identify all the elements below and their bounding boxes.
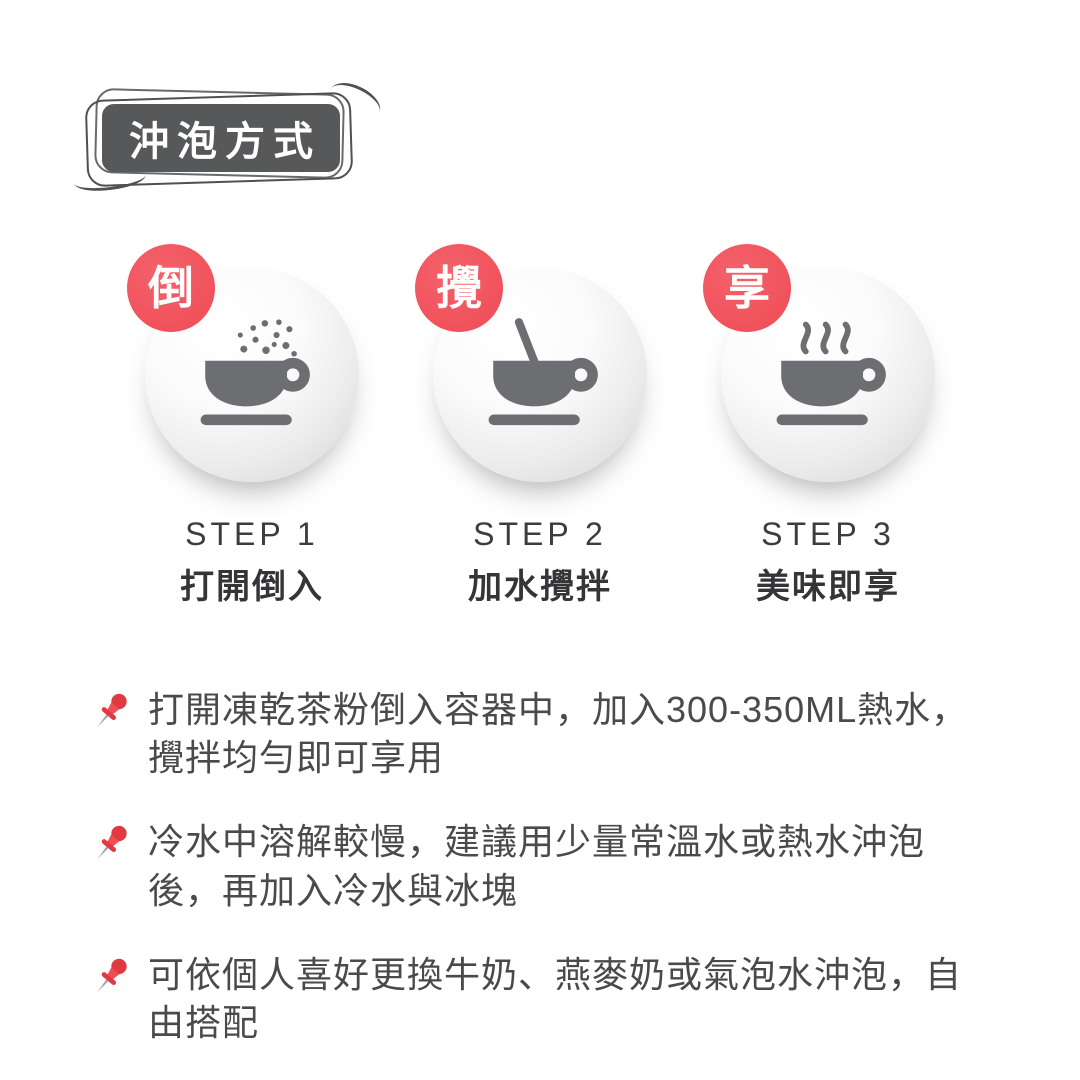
step-1-badge: 倒	[127, 244, 215, 332]
step-1: 倒 STEP 1 打開倒入	[108, 240, 396, 608]
steps-row: 倒 STEP 1 打開倒入	[0, 240, 1080, 608]
note-text-3: 可依個人喜好更換牛奶、燕麥奶或氣泡水沖泡，自由搭配	[148, 953, 963, 1044]
step-2-caption: 加水攪拌	[468, 568, 612, 606]
step-2: 攪 STEP 2 加水攪拌	[396, 240, 684, 608]
step-3-label: STEP 3	[761, 516, 895, 552]
sketch-swoosh	[324, 75, 386, 127]
note-item-1: 打開凍乾茶粉倒入容器中，加入300-350ML熱水，攪拌均勻即可享用	[88, 686, 993, 782]
step-3-badge: 享	[703, 244, 791, 332]
sketch-underline	[72, 163, 148, 195]
step-2-circle: 攪	[415, 244, 647, 482]
powder-dots	[237, 318, 297, 357]
step-1-badge-label: 倒	[148, 262, 194, 314]
step-2-badge: 攪	[415, 244, 503, 332]
cup-with-powder-icon	[200, 318, 310, 425]
steam	[800, 321, 851, 354]
cup-with-steam-icon	[776, 321, 886, 425]
page-title: 沖泡方式	[129, 120, 321, 164]
step-3-badge-label: 享	[724, 262, 770, 314]
step-3: 享 STEP 3 美味即享	[684, 240, 972, 608]
pushpin-icon	[97, 958, 127, 993]
note-item-3: 可依個人喜好更換牛奶、燕麥奶或氣泡水沖泡，自由搭配	[88, 951, 993, 1047]
title-badge: 沖泡方式	[72, 75, 386, 195]
step-2-label: STEP 2	[473, 516, 607, 552]
step-1-caption: 打開倒入	[180, 568, 324, 606]
note-text-2: 冷水中溶解較慢，建議用少量常溫水或熱水沖泡後，再加入冷水與冰塊	[148, 821, 926, 911]
notes-list: 打開凍乾茶粉倒入容器中，加入300-350ML熱水，攪拌均勻即可享用 冷水中溶解…	[88, 686, 993, 1047]
step-3-caption: 美味即享	[756, 568, 900, 606]
note-text-1: 打開凍乾茶粉倒入容器中，加入300-350ML熱水，攪拌均勻即可享用	[148, 689, 969, 779]
step-1-circle: 倒	[127, 244, 359, 482]
pushpin-icon	[97, 693, 127, 728]
cup-with-spoon-icon	[488, 317, 598, 425]
step-1-label: STEP 1	[185, 516, 319, 552]
step-3-circle: 享	[703, 244, 935, 482]
step-2-badge-label: 攪	[436, 262, 482, 314]
pushpin-icon	[97, 826, 127, 860]
note-item-2: 冷水中溶解較慢，建議用少量常溫水或熱水沖泡後，再加入冷水與冰塊	[88, 818, 993, 914]
